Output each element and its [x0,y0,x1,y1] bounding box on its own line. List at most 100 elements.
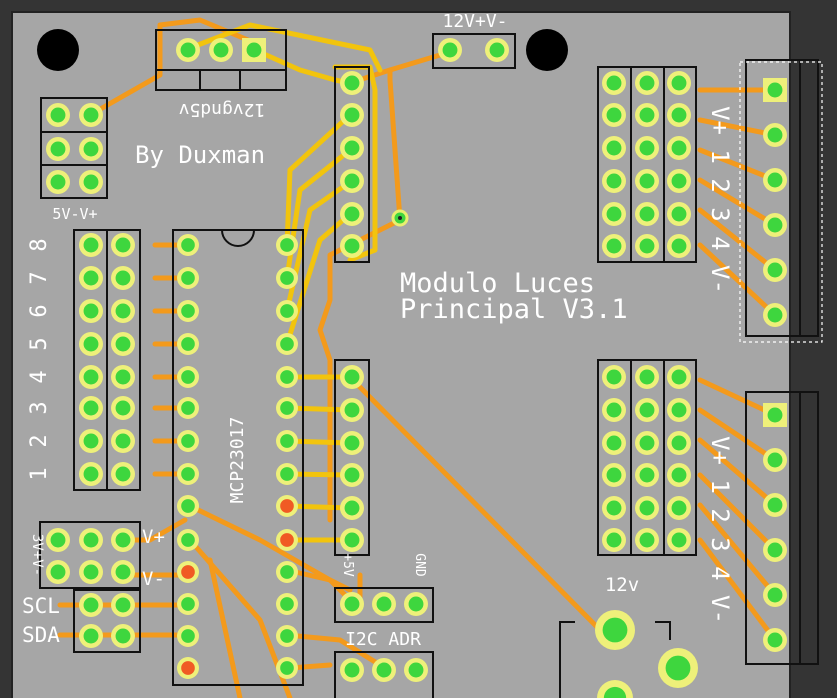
v-plus-label: V+ [142,526,165,548]
v-minus-label: V- [142,568,165,590]
pad [276,495,298,517]
left-number-label: 6 [27,304,52,317]
pad [46,137,70,161]
pad [79,137,103,161]
pad [763,583,787,607]
pad [635,136,659,160]
pad [658,648,698,688]
pad [111,624,135,648]
pad [635,463,659,487]
pad [667,496,691,520]
pad [667,202,691,226]
pad [635,398,659,422]
left-number-label: 4 [27,370,52,383]
pad [79,103,103,127]
component-outlines [39,29,819,698]
pad [635,234,659,258]
pad [763,303,787,327]
pad [79,593,103,617]
pad [635,365,659,389]
pad [667,136,691,160]
pad [635,202,659,226]
pad [276,366,298,388]
pad [340,71,364,95]
pad [177,625,199,647]
pad [111,299,135,323]
addr-vcc-label: +5V [340,553,355,577]
pad [111,266,135,290]
pad [111,593,135,617]
top-header-label: 12vgnd5v [179,99,266,120]
pad [177,234,199,256]
pad [340,528,364,552]
pad [79,624,103,648]
left-number-label: 1 [27,467,52,480]
pad [177,397,199,419]
pad [177,430,199,452]
pad [602,431,626,455]
board-title-line2: Principal V3.1 [400,294,628,325]
pad [667,71,691,95]
pad [177,495,199,517]
pad [276,267,298,289]
pad [340,103,364,127]
right-bottom-connector-label: V+ 1 2 3 4 V- [706,436,734,624]
supply-select-label: 5V-V+ [52,205,97,223]
pad [667,528,691,552]
pad [177,657,199,679]
pad [276,333,298,355]
pad [276,430,298,452]
pad [276,463,298,485]
pad [79,429,103,453]
pad [340,169,364,193]
pad [176,38,200,62]
pad [111,560,135,584]
power-out-label: 12V+V- [442,11,507,32]
pad [595,610,635,650]
addr-gnd-label: GND [412,553,427,577]
mounting-hole [37,29,79,71]
left-number-label: 8 [27,238,52,251]
pad [635,496,659,520]
pad [438,38,462,62]
pad [667,365,691,389]
pad [602,398,626,422]
pad [597,680,633,698]
pad [485,38,509,62]
pad [276,593,298,615]
pad [340,496,364,520]
pad [276,397,298,419]
right-top-connector-label: V+ 1 2 3 4 V- [706,106,734,294]
pad [602,136,626,160]
chip-label: MCP23017 [227,417,248,504]
pad [602,234,626,258]
pad [340,431,364,455]
pad [276,300,298,322]
pad [763,493,787,517]
pad [404,658,428,682]
pad [111,332,135,356]
pad [79,396,103,420]
pad [404,592,428,616]
left-number-label: 7 [27,271,52,284]
pad [209,38,233,62]
pad [602,528,626,552]
mounting-hole [526,29,568,71]
pad [667,431,691,455]
pad [602,463,626,487]
author-label: By Duxman [135,141,265,169]
pad [46,528,70,552]
pad [340,202,364,226]
pad [763,123,787,147]
pad [763,168,787,192]
pad [177,333,199,355]
pads [46,38,787,698]
left-number-label: 5 [27,337,52,350]
pad [602,169,626,193]
pad [79,560,103,584]
pad [763,448,787,472]
pad [111,528,135,552]
pad [79,299,103,323]
